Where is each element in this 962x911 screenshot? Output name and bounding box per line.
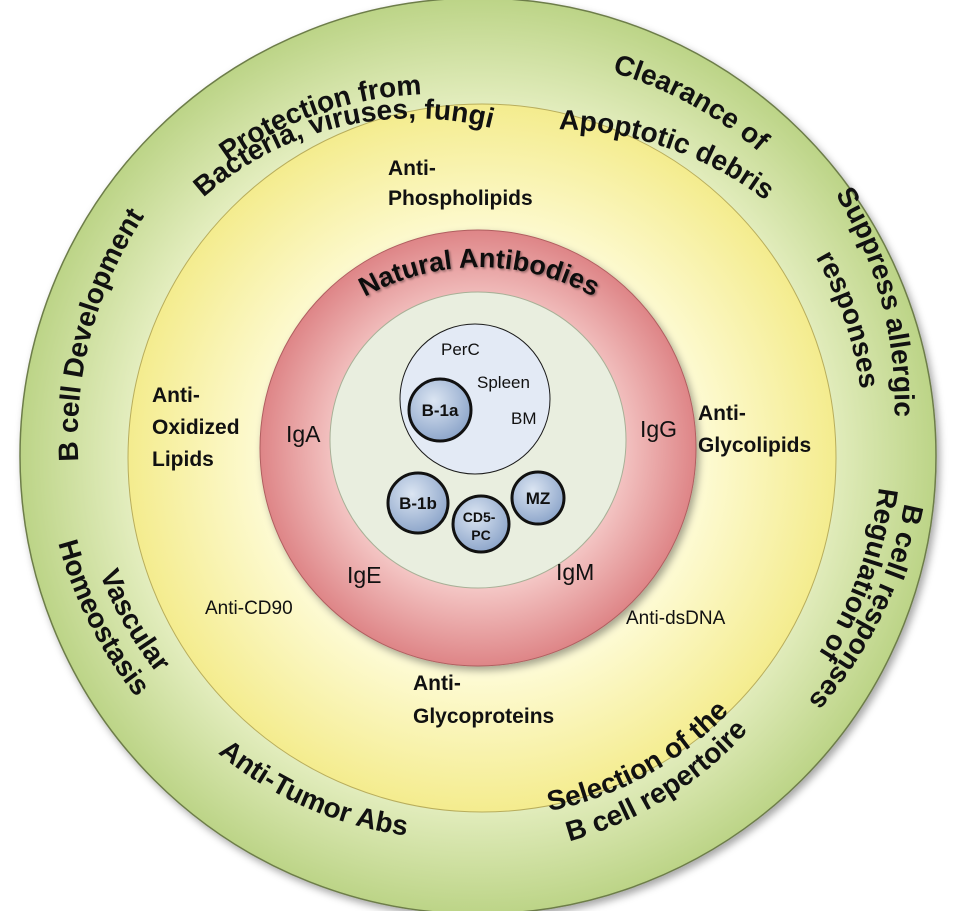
isotype-igm: IgM [556, 559, 594, 585]
cell-label-b1b: B-1b [399, 494, 437, 513]
location-bm: BM [511, 409, 537, 428]
specificity-phospholipids: Anti- Phospholipids [388, 157, 533, 210]
cell-label-b1a: B-1a [422, 401, 459, 420]
specificity-glycoproteins: Anti- Glycoproteins [413, 672, 554, 728]
specificity-cd90: Anti-CD90 [205, 598, 293, 619]
b1b-cell-circle [386, 471, 450, 535]
specificity-oxidized-lipids: Anti- Oxidized Lipids [152, 384, 245, 471]
b1a-cell-circle [407, 377, 473, 443]
isotype-iga: IgA [286, 421, 321, 447]
location-spleen: Spleen [477, 373, 530, 392]
location-perc: PerC [441, 340, 480, 359]
isotype-igg: IgG [640, 416, 677, 442]
specificity-glycolipids: Anti- Glycolipids [698, 402, 811, 457]
mz-cell-circle [510, 470, 566, 526]
isotype-ige: IgE [347, 562, 382, 588]
specificity-dsdna: Anti-dsDNA [626, 608, 726, 629]
cell-label-cd5pc: CD5- PC [463, 509, 500, 543]
cell-label-mz: MZ [526, 489, 551, 508]
cd5pc-cell-circle [451, 494, 511, 554]
